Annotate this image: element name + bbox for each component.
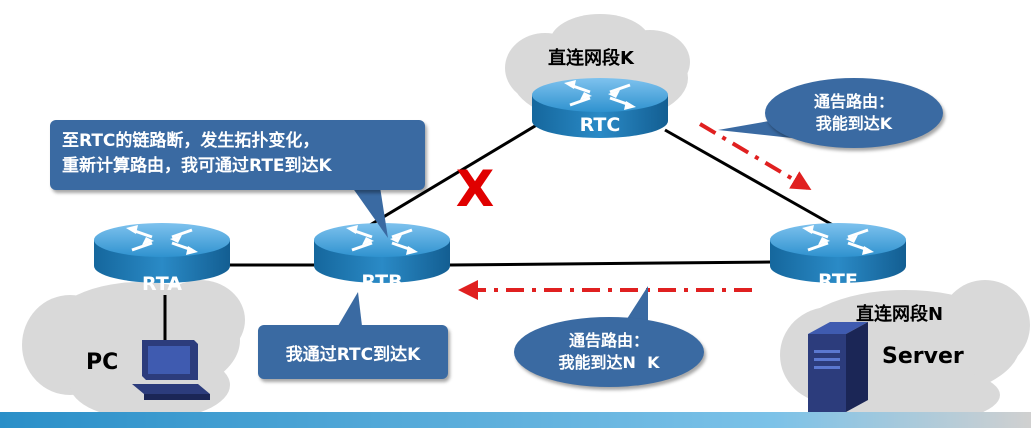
callout-rtc-advertise-line1: 通告路由： (813, 92, 894, 111)
callout-rtc-advertise: 通告路由： 我能到达K (765, 78, 943, 148)
links (163, 118, 839, 345)
router-rte-icon[interactable]: RTE (768, 221, 908, 292)
pc-icon[interactable] (132, 340, 210, 400)
callout-rtb-current: 我通过RTC到达K (258, 325, 448, 379)
cloud-rte-label: 直连网段N (856, 304, 944, 325)
callout-rtb-recompute: 至RTC的链路断，发生拓扑变化， 重新计算路由，我可通过RTE到达K (50, 120, 425, 190)
callout-rte-advertise-line2: 我能到达N K (558, 353, 660, 372)
cloud-rta (22, 280, 245, 420)
svg-text:RTE: RTE (818, 270, 858, 292)
callout-tail-rte-adv (625, 286, 648, 324)
arrow-rtc-to-rte (698, 122, 812, 191)
callout-rte-advertise: 通告路由： 我能到达N K (514, 317, 704, 387)
server-label: Server (882, 344, 964, 369)
callout-tail-rtb-bottom (338, 292, 362, 326)
callout-rtb-current-text: 我通过RTC到达K (285, 344, 421, 365)
callout-tail-rtb-top (352, 187, 388, 238)
footer-bar (0, 412, 1031, 428)
svg-text:RTC: RTC (580, 114, 621, 136)
callout-rtb-recompute-line1: 至RTC的链路断，发生拓扑变化， (62, 131, 320, 151)
link-broken-mark: X (456, 160, 495, 218)
link-rtc-rte (664, 128, 839, 230)
pc-label: PC (86, 350, 119, 375)
link-rtb-rte (449, 260, 773, 267)
callout-rte-advertise-line1: 通告路由： (568, 331, 649, 350)
router-rta-icon[interactable]: RTA (92, 221, 232, 295)
cloud-rtc-label: 直连网段K (548, 48, 634, 69)
svg-text:RTA: RTA (142, 273, 182, 295)
svg-text:RTB: RTB (361, 271, 402, 293)
callout-rtb-recompute-line2: 重新计算路由，我可通过RTE到达K (62, 156, 332, 176)
callout-rtc-advertise-line2: 我能到达K (815, 114, 893, 133)
link-rtb-rtc (369, 118, 546, 227)
server-icon[interactable] (808, 322, 868, 412)
router-rtc-icon[interactable]: RTC (530, 76, 670, 140)
router-rtb-icon[interactable]: RTB (312, 221, 452, 293)
